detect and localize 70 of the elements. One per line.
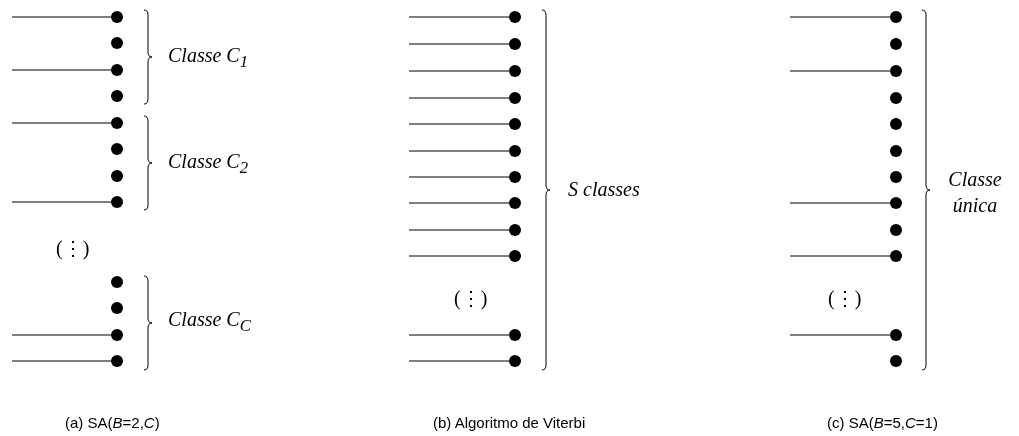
dot — [509, 355, 521, 367]
class-label: S classes — [568, 178, 640, 201]
dot — [509, 38, 521, 50]
connector-line — [408, 123, 510, 125]
ellipsis-mark: (⋮) — [56, 236, 90, 260]
class-label: Classe C$_{1}$ — [168, 44, 248, 72]
connector-line — [789, 255, 891, 257]
dot — [111, 170, 123, 182]
connector-line — [408, 202, 510, 204]
connector-line — [408, 150, 510, 152]
dot — [890, 355, 902, 367]
dot — [890, 65, 902, 77]
dot — [509, 11, 521, 23]
dot — [890, 38, 902, 50]
dot — [509, 250, 521, 262]
dot — [509, 329, 521, 341]
figure-caption: (a) SA(B=2,C) — [65, 414, 160, 431]
connector-line — [789, 70, 891, 72]
connector-line — [408, 16, 510, 18]
dot — [890, 11, 902, 23]
dot — [890, 329, 902, 341]
dot — [111, 90, 123, 102]
connector-line — [11, 360, 112, 362]
dot — [111, 64, 123, 76]
dot — [509, 145, 521, 157]
connector-line — [408, 70, 510, 72]
dot — [111, 355, 123, 367]
figure-caption: (c) SA(B=5,C=1) — [827, 414, 938, 431]
dot — [890, 250, 902, 262]
dot — [509, 118, 521, 130]
class-label: Classe C$_{2}$ — [168, 150, 248, 178]
dot — [111, 276, 123, 288]
connector-line — [11, 122, 112, 124]
dot — [890, 145, 902, 157]
connector-line — [11, 16, 112, 18]
ellipsis-mark: (⋮) — [828, 286, 862, 310]
connector-line — [789, 334, 891, 336]
ellipsis-mark: (⋮) — [454, 286, 488, 310]
dot — [509, 65, 521, 77]
connector-line — [789, 16, 891, 18]
dot — [111, 143, 123, 155]
dot — [509, 92, 521, 104]
dot — [509, 171, 521, 183]
dot — [509, 224, 521, 236]
dot — [111, 196, 123, 208]
dot — [111, 302, 123, 314]
connector-line — [789, 202, 891, 204]
dot — [111, 37, 123, 49]
dot — [111, 11, 123, 23]
dot — [890, 118, 902, 130]
dot — [890, 171, 902, 183]
connector-line — [408, 229, 510, 231]
connector-line — [11, 69, 112, 71]
connector-line — [408, 176, 510, 178]
connector-line — [408, 360, 510, 362]
connector-line — [408, 97, 510, 99]
class-label: Classe única — [947, 167, 1003, 218]
dot — [111, 329, 123, 341]
dot — [890, 224, 902, 236]
connector-line — [11, 334, 112, 336]
connector-line — [408, 334, 510, 336]
class-label: Classe C$_{C}$ — [168, 308, 251, 336]
connector-line — [408, 255, 510, 257]
connector-line — [11, 201, 112, 203]
connector-line — [408, 43, 510, 45]
dot — [111, 117, 123, 129]
dot — [890, 197, 902, 209]
dot — [890, 92, 902, 104]
dot — [509, 197, 521, 209]
figure-caption: (b) Algoritmo de Viterbi — [433, 414, 586, 431]
